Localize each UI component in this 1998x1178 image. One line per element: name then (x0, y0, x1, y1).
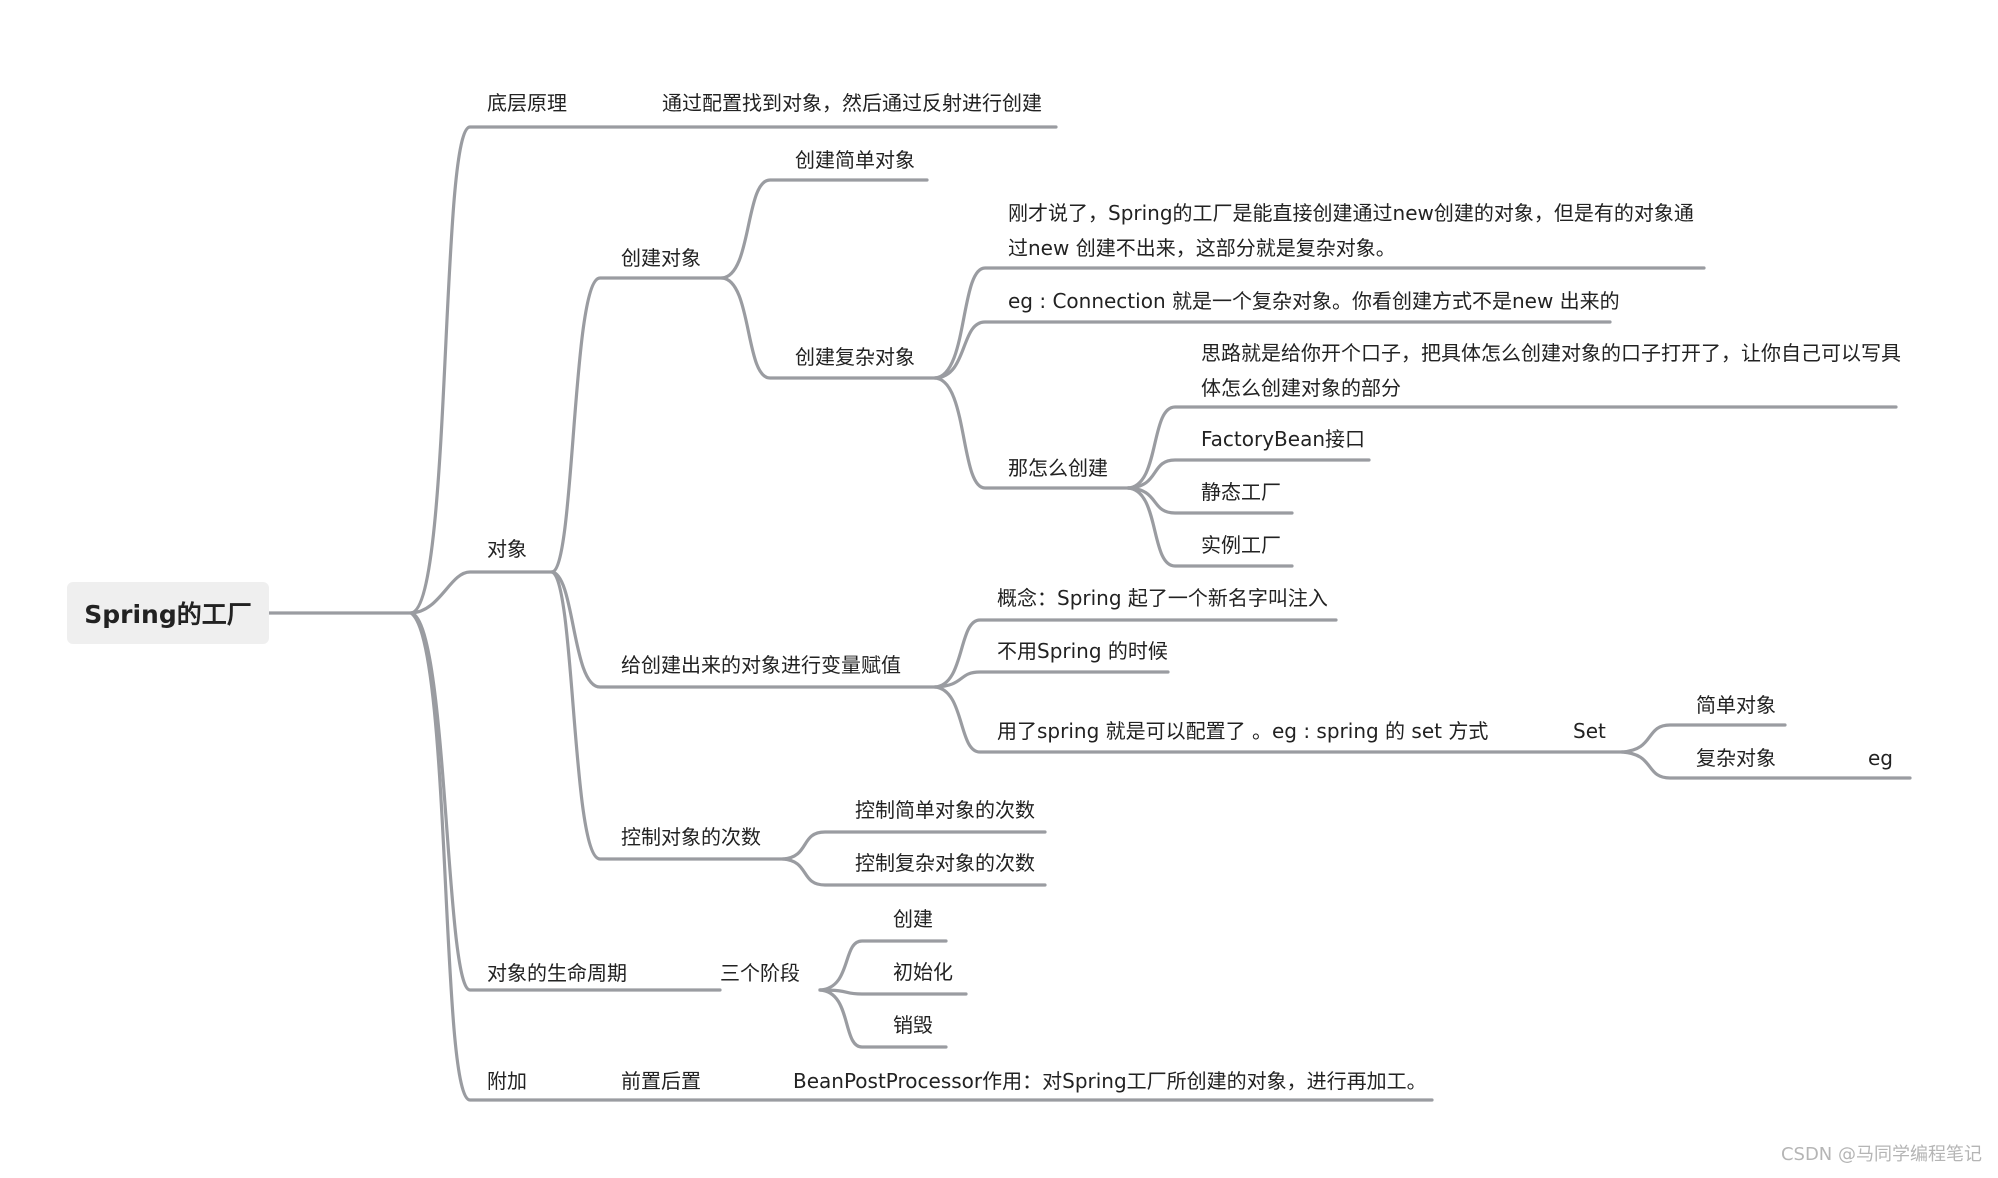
node-underlying-detail[interactable]: 通过配置找到对象，然后通过反射进行创建 (662, 91, 1042, 115)
node-complex-note-1[interactable]: 刚才说了，Spring的工厂是能直接创建通过new创建的对象，但是有的对象通过n… (1008, 201, 1694, 260)
node-set[interactable]: Set (1573, 719, 1606, 743)
node-assign[interactable]: 给创建出来的对象进行变量赋值 (621, 653, 901, 677)
node-prepost[interactable]: 前置后置 (621, 1069, 701, 1093)
node-object[interactable]: 对象 (487, 537, 527, 561)
node-underlying[interactable]: 底层原理 (487, 91, 567, 115)
node-lifecycle[interactable]: 对象的生命周期 (487, 961, 627, 985)
node-count-simple[interactable]: 控制简单对象的次数 (855, 798, 1035, 822)
node-set-simple[interactable]: 简单对象 (1696, 693, 1776, 717)
node-bpp[interactable]: BeanPostProcessor作用：对Spring工厂所创建的对象，进行再加… (793, 1069, 1427, 1093)
node-create-object[interactable]: 创建对象 (621, 246, 701, 270)
watermark: CSDN @马同学编程笔记 (1780, 1144, 1982, 1165)
node-instance-factory[interactable]: 实例工厂 (1201, 533, 1281, 557)
node-extra[interactable]: 附加 (487, 1069, 527, 1093)
root-node[interactable]: Spring的工厂 (67, 582, 269, 644)
node-how-idea[interactable]: 思路就是给你开个口子，把具体怎么创建对象的口子打开了，让你自己可以写具体怎么创建… (1201, 341, 1901, 400)
node-create-complex[interactable]: 创建复杂对象 (795, 345, 915, 369)
node-create-simple[interactable]: 创建简单对象 (795, 148, 915, 172)
node-factorybean[interactable]: FactoryBean接口 (1201, 427, 1366, 451)
node-set-complex[interactable]: 复杂对象 (1696, 746, 1776, 770)
node-assign-concept[interactable]: 概念：Spring 起了一个新名字叫注入 (997, 586, 1328, 610)
node-assign-with[interactable]: 用了spring 就是可以配置了 。eg : spring 的 set 方式 (997, 719, 1489, 743)
node-stage-create[interactable]: 创建 (893, 907, 933, 931)
node-complex-note-2[interactable]: eg : Connection 就是一个复杂对象。你看创建方式不是new 出来的 (1008, 289, 1620, 313)
node-stage-destroy[interactable]: 销毁 (893, 1013, 933, 1037)
node-three-stages[interactable]: 三个阶段 (720, 961, 800, 985)
node-count[interactable]: 控制对象的次数 (621, 825, 761, 849)
node-how-create[interactable]: 那怎么创建 (1008, 456, 1108, 480)
node-count-complex[interactable]: 控制复杂对象的次数 (855, 851, 1035, 875)
node-static-factory[interactable]: 静态工厂 (1201, 480, 1281, 504)
node-assign-without[interactable]: 不用Spring 的时候 (997, 639, 1168, 663)
node-set-eg[interactable]: eg (1868, 746, 1893, 770)
node-stage-init[interactable]: 初始化 (893, 960, 953, 984)
